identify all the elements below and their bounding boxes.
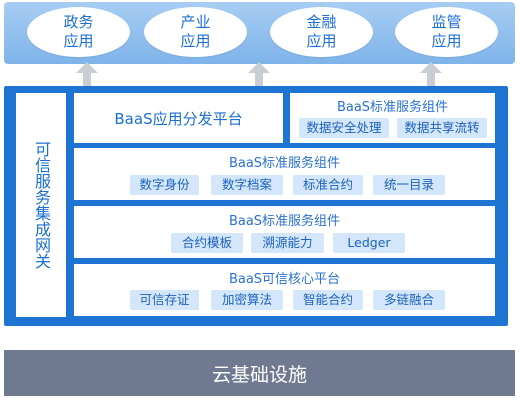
cloud-infrastructure-band[interactable]: 云基础设施 (4, 350, 515, 396)
cloud-infrastructure-label: 云基础设施 (211, 363, 307, 386)
chip-smart-contract[interactable]: 智能合约 (293, 290, 363, 310)
chip-digital-archive[interactable]: 数字档案 (211, 175, 283, 195)
arrow-up-icon (248, 62, 270, 88)
service-component-identity-panel: BaaS标准服务组件 数字身份 数字档案 标准合约 统一目录 (74, 148, 495, 200)
distribution-platform-label: BaaS应用分发平台 (114, 109, 243, 128)
app-regulation-oval[interactable]: 监管 应用 (395, 7, 498, 57)
chip-traceability[interactable]: 溯源能力 (251, 233, 324, 253)
service-component-identity-title: BaaS标准服务组件 (228, 156, 341, 171)
gateway-label: 可信服务集成网关 (32, 141, 51, 269)
core-platform-title: BaaS可信核心平台 (228, 272, 341, 287)
service-component-contract-title: BaaS标准服务组件 (228, 214, 341, 229)
chip-encryption-algorithm[interactable]: 加密算法 (211, 290, 283, 310)
app-industry-oval[interactable]: 产业 应用 (144, 7, 247, 57)
app-industry-label: 产业 应用 (180, 13, 211, 50)
service-component-top-title: BaaS标准服务组件 (336, 100, 449, 115)
app-government-label: 政务 应用 (63, 13, 94, 50)
app-finance-label: 金融 应用 (306, 13, 337, 50)
trusted-service-gateway[interactable]: 可信服务集成网关 (16, 93, 66, 317)
app-regulation-label: 监管 应用 (431, 13, 462, 50)
chip-trusted-evidence[interactable]: 可信存证 (130, 290, 199, 310)
chip-standard-contract[interactable]: 标准合约 (293, 175, 363, 195)
chip-digital-identity[interactable]: 数字身份 (130, 175, 199, 195)
app-government-oval[interactable]: 政务 应用 (27, 7, 130, 57)
app-finance-oval[interactable]: 金融 应用 (270, 7, 373, 57)
chip-data-sharing[interactable]: 数据共享流转 (397, 118, 487, 138)
chip-data-security[interactable]: 数据安全处理 (299, 118, 389, 138)
chip-unified-directory[interactable]: 统一目录 (373, 175, 445, 195)
app-distribution-platform[interactable]: BaaS应用分发平台 (74, 93, 283, 143)
service-component-contract-panel: BaaS标准服务组件 合约模板 溯源能力 Ledger (74, 206, 495, 258)
chip-ledger[interactable]: Ledger (333, 233, 405, 253)
service-component-top-panel: BaaS标准服务组件 数据安全处理 数据共享流转 (290, 93, 495, 143)
arrow-up-icon (76, 62, 98, 88)
chip-multichain-fusion[interactable]: 多链融合 (373, 290, 445, 310)
chip-contract-template[interactable]: 合约模板 (171, 233, 243, 253)
arrow-up-icon (420, 62, 442, 88)
trusted-core-platform-panel: BaaS可信核心平台 可信存证 加密算法 智能合约 多链融合 (74, 264, 495, 316)
